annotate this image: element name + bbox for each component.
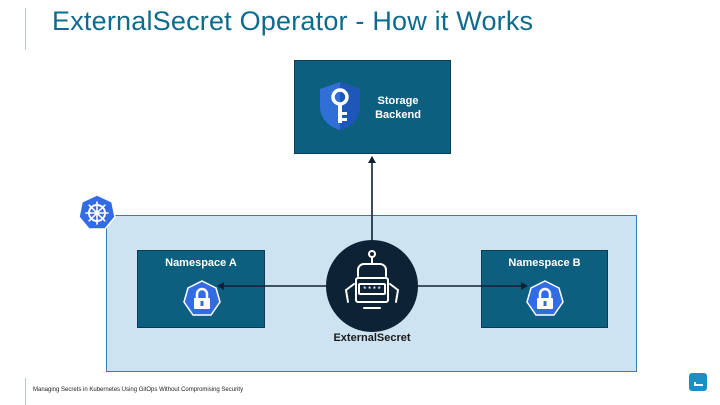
footer-accent-bar	[25, 378, 26, 405]
kubernetes-secret-icon	[183, 280, 221, 316]
namespace-a-box: Namespace A	[137, 250, 265, 328]
robot-secret-icon: ****	[345, 250, 399, 309]
key-shield-icon	[320, 82, 360, 130]
kubernetes-secret-icon	[526, 280, 564, 316]
brand-logo-icon	[689, 373, 707, 391]
masked-secret-text: ****	[362, 286, 381, 295]
kubernetes-helm-wheel-icon	[78, 194, 116, 230]
external-secret-operator-node: ****	[326, 240, 418, 332]
storage-backend-label: Storage Backend	[375, 95, 421, 121]
namespace-b-label: Namespace B	[508, 257, 581, 269]
storage-backend-box: Storage Backend	[294, 60, 451, 154]
title-accent-bar	[25, 8, 26, 50]
external-secret-label: ExternalSecret	[333, 332, 411, 344]
footer-text: Managing Secrets in Kubernetes Using Git…	[33, 387, 244, 393]
namespace-a-label: Namespace A	[165, 257, 237, 269]
slide-title: ExternalSecret Operator - How it Works	[52, 6, 534, 36]
namespace-b-box: Namespace B	[481, 250, 608, 328]
